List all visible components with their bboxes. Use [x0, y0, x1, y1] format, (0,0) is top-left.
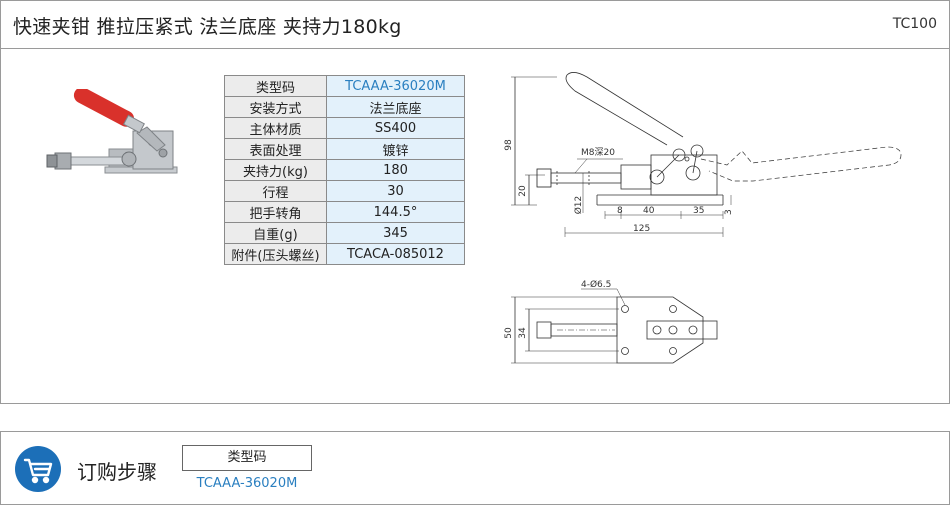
side-view-drawing: 98 20 Ø12 M8深20	[504, 72, 902, 237]
page-title: 快速夹钳 推拉压紧式 法兰底座 夹持力180kg	[13, 16, 402, 38]
spec-value: 144.5°	[326, 201, 465, 223]
spec-label: 行程	[224, 180, 327, 202]
spec-row: 自重(g)345	[224, 222, 465, 244]
spec-value: 法兰底座	[326, 96, 465, 118]
spec-row: 附件(压头螺丝)TCACA-085012	[224, 243, 465, 265]
spec-row: 表面处理镀锌	[224, 138, 465, 160]
dim-35: 35	[693, 206, 704, 216]
order-type-code: TCAAA-36020M	[196, 476, 298, 491]
spec-value: SS400	[326, 117, 465, 139]
dim-98: 98	[504, 139, 514, 151]
dim-40: 40	[643, 206, 655, 216]
dim-34: 34	[518, 327, 528, 339]
spec-label: 表面处理	[224, 138, 327, 160]
cart-icon	[15, 446, 61, 492]
spec-label: 安装方式	[224, 96, 327, 118]
top-view-drawing: 4-Ø6.5 50 34	[504, 279, 718, 364]
dim-8: 8	[617, 206, 623, 216]
spec-label: 类型码	[224, 75, 327, 97]
spec-row: 安装方式法兰底座	[224, 96, 465, 118]
title-bar: 快速夹钳 推拉压紧式 法兰底座 夹持力180kg TC100	[1, 1, 949, 49]
dim-m8: M8深20	[581, 147, 615, 158]
spec-label: 自重(g)	[224, 222, 327, 244]
spec-value: 180	[326, 159, 465, 181]
spec-value: 345	[326, 222, 465, 244]
dim-20: 20	[518, 185, 528, 197]
spec-label: 夹持力(kg)	[224, 159, 327, 181]
order-steps-panel: 订购步骤 类型码 TCAAA-36020M	[0, 431, 950, 505]
spec-value: TCACA-085012	[326, 243, 465, 265]
product-photo	[46, 89, 178, 174]
dim-125: 125	[633, 224, 650, 234]
spec-value: TCAAA-36020M	[326, 75, 465, 97]
order-type-label: 类型码	[182, 445, 312, 471]
spec-value: 30	[326, 180, 465, 202]
spec-value: 镀锌	[326, 138, 465, 160]
spec-label: 把手转角	[224, 201, 327, 223]
spec-label: 附件(压头螺丝)	[224, 243, 327, 265]
dim-3: 3	[724, 209, 734, 215]
spec-label: 主体材质	[224, 117, 327, 139]
order-steps-title: 订购步骤	[77, 460, 157, 484]
dim-holes: 4-Ø6.5	[581, 279, 611, 290]
dim-50: 50	[504, 327, 514, 339]
dim-phi12: Ø12	[573, 196, 584, 215]
series-code: TC100	[892, 16, 937, 32]
spec-row: 夹持力(kg)180	[224, 159, 465, 181]
